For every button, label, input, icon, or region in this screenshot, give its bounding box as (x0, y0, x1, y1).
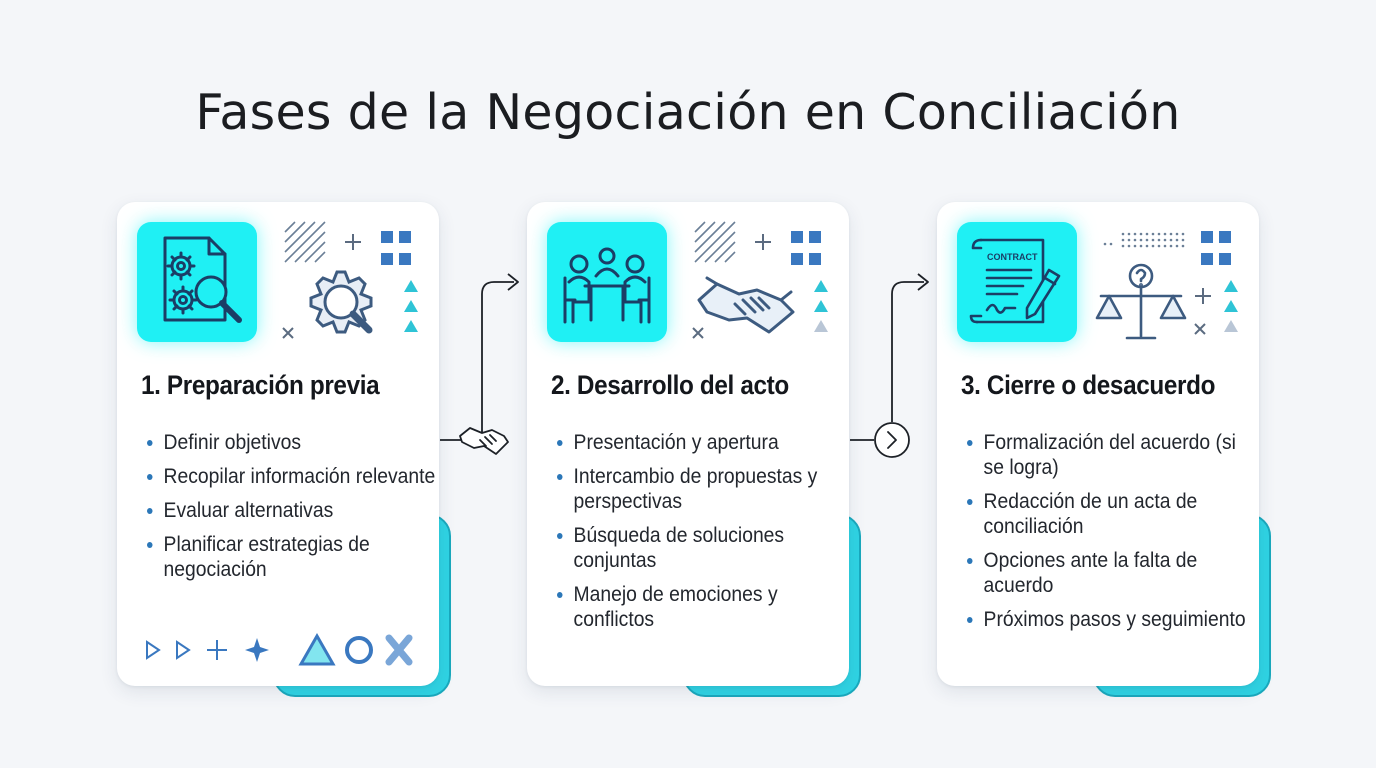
list-item: Formalización del acuerdo (si se logra) (967, 430, 1260, 480)
list-item: Planificar estrategias de negociación (147, 532, 440, 582)
meeting-table-icon (547, 222, 667, 342)
phase-card-body: CONTRACT (937, 202, 1259, 686)
scales-question-icon (1095, 231, 1238, 340)
gear-magnifier-icon (282, 221, 418, 339)
phase-title: 3. Cierre o desacuerdo (961, 370, 1216, 400)
list-item: Manejo de emociones y conflictos (557, 582, 850, 632)
document-gears-magnifier-icon (137, 222, 257, 342)
phase-card-body: 1. Preparación previa Definir objetivos … (117, 202, 439, 686)
decorative-shapes (146, 632, 413, 666)
list-item: Opciones ante la falta de acuerdo (967, 548, 1260, 598)
contract-pen-icon: CONTRACT (957, 222, 1077, 342)
contract-label: CONTRACT (987, 252, 1038, 262)
phase-item-list: Definir objetivos Recopilar información … (147, 430, 435, 591)
phase-title: 1. Preparación previa (141, 370, 380, 400)
phase-card-3: CONTRACT (937, 202, 1271, 697)
list-item: Intercambio de propuestas y perspectivas (557, 464, 850, 514)
phase-card-body: 2. Desarrollo del acto Presentación y ap… (527, 202, 849, 686)
connector-arrow-1 (440, 273, 519, 455)
handshake-icon (459, 427, 509, 455)
phase-item-list: Presentación y apertura Intercambio de p… (557, 430, 841, 641)
connector-arrow-2 (850, 273, 929, 458)
list-item: Definir objetivos (147, 430, 440, 455)
phase-card-2: 2. Desarrollo del acto Presentación y ap… (527, 202, 861, 697)
phase-item-list: Formalización del acuerdo (si se logra) … (967, 430, 1251, 641)
handshake-icon (692, 221, 828, 339)
list-item: Búsqueda de soluciones conjuntas (557, 523, 850, 573)
list-item: Redacción de un acta de conciliación (967, 489, 1260, 539)
list-item: Presentación y apertura (557, 430, 850, 455)
list-item: Próximos pasos y seguimiento (967, 607, 1260, 632)
page-title: Fases de la Negociación en Conciliación (195, 84, 1181, 141)
list-item: Evaluar alternativas (147, 498, 440, 523)
phase-title: 2. Desarrollo del acto (551, 370, 789, 400)
phase-card-1: 1. Preparación previa Definir objetivos … (117, 202, 451, 697)
chevron-right-circle-icon (874, 422, 910, 458)
list-item: Recopilar información relevante (147, 464, 440, 489)
